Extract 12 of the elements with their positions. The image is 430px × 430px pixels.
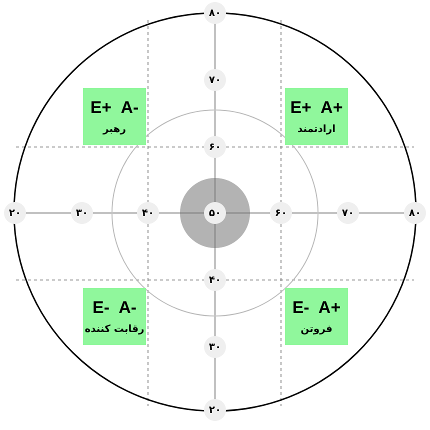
tick-label: ۲۰: [4, 202, 26, 224]
tick-label: ۸۰: [204, 2, 226, 24]
tick-label: ۲۰: [204, 399, 226, 421]
tick-label: ۴۰: [204, 269, 226, 291]
tick-label: ۷۰: [337, 202, 359, 224]
tick-label: ۳۰: [204, 336, 226, 358]
tick-label: ۳۰: [71, 202, 93, 224]
tick-label: ۶۰: [204, 136, 226, 158]
tick-label: ۷۰: [204, 69, 226, 91]
tick-label: ۴۰: [137, 202, 159, 224]
tick-label: ۶۰: [270, 202, 292, 224]
tick-label: ۸۰: [404, 202, 426, 224]
